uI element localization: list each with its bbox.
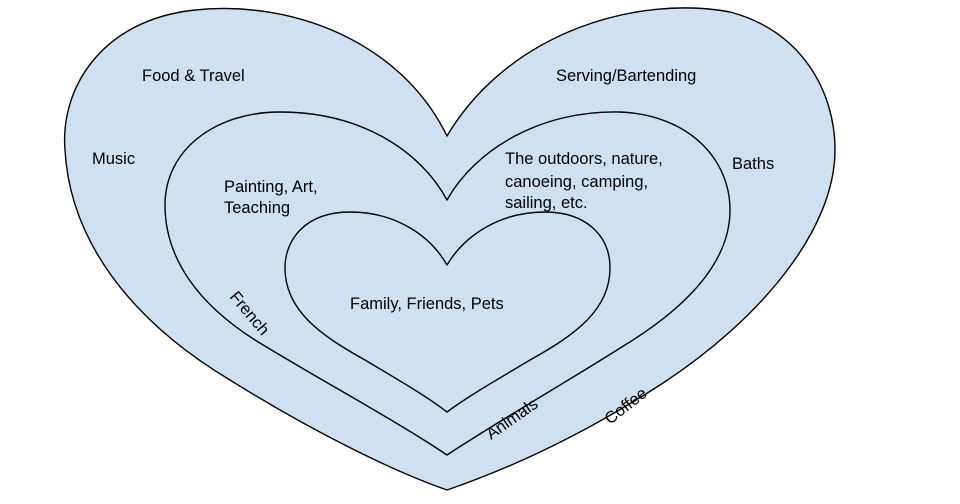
label-baths: Baths: [732, 155, 774, 173]
label-outdoors-line1: The outdoors, nature,: [505, 150, 663, 168]
label-serving-bartending: Serving/Bartending: [556, 67, 696, 85]
label-family-friends-pets: Family, Friends, Pets: [350, 295, 504, 313]
label-music: Music: [92, 150, 135, 168]
label-outdoors-line3: sailing, etc.: [505, 194, 588, 212]
label-food-travel: Food & Travel: [142, 67, 245, 85]
inner-heart: [284, 211, 611, 413]
label-painting-line1: Painting, Art,: [224, 178, 318, 196]
label-painting-line2: Teaching: [224, 199, 290, 217]
label-outdoors-line2: canoeing, camping,: [505, 173, 648, 191]
